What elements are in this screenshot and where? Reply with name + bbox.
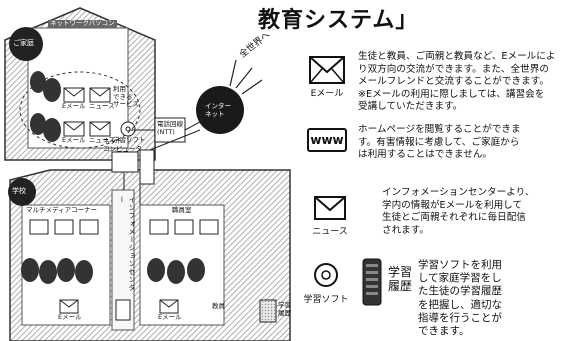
network-pc-label: ネットワークパソコン bbox=[48, 19, 117, 28]
envelope-icon bbox=[309, 56, 345, 84]
teacher-label: 教員 bbox=[212, 302, 225, 310]
home-news-label-1: ニュース bbox=[89, 102, 115, 110]
email-description: 生徒と教員、ご両親と教員など、Eメールによ り双方向の交流ができます。また、全世… bbox=[358, 51, 556, 112]
study-history-icon bbox=[362, 258, 382, 306]
learning-software-description: 学習ソフトを利用 して家庭学習をし た生徒の学習履歴 を把握し、適切な 指導を行… bbox=[418, 259, 502, 338]
internet-globe bbox=[196, 86, 244, 134]
school-building bbox=[8, 169, 291, 341]
home-news-label-2: ニュース bbox=[89, 136, 115, 144]
info-center-label: インフォメーションセンター bbox=[118, 196, 136, 292]
www-description: ホームページを閲覧することができま す。有害情報に考慮して、ご家庭から は利用す… bbox=[358, 124, 521, 160]
home-badge: ご家庭 bbox=[13, 39, 34, 47]
school-email-label-right: Eメール bbox=[158, 313, 182, 321]
phone-line-label: 電話回線 (NTT) bbox=[157, 120, 183, 136]
home-characters bbox=[30, 71, 61, 142]
learning-software-label: 学習ソフト bbox=[303, 295, 349, 305]
services-label: 利用 できる サービス bbox=[113, 85, 139, 108]
disc-icon bbox=[313, 262, 339, 288]
page-title: 教育システム」 bbox=[258, 8, 419, 33]
multimedia-corner-label: マルチメディアコーナー bbox=[26, 206, 98, 214]
home-email-label-2: Eメール bbox=[62, 136, 86, 144]
email-label: Eメール bbox=[310, 89, 344, 99]
news-description: インフォメーションセンターより、 学内の情報がEメールを利用して 生徒とご両親そ… bbox=[382, 187, 535, 236]
home-email-label-1: Eメール bbox=[62, 102, 86, 110]
study-history-small-label: 学習 履歴 bbox=[278, 301, 291, 317]
internet-label: インター ネット bbox=[205, 102, 231, 118]
net-computer-label: ネット コンピュータ bbox=[103, 137, 142, 153]
school-badge: 学校 bbox=[12, 187, 26, 195]
home-badge-circle bbox=[9, 27, 43, 61]
school-email-label-left: Eメール bbox=[58, 313, 82, 321]
www-icon: www bbox=[307, 128, 347, 152]
news-envelope-icon bbox=[314, 196, 346, 220]
system-illustration bbox=[4, 7, 291, 341]
study-history-label: 学習 履歴 bbox=[388, 265, 413, 293]
news-label: ニュース bbox=[312, 227, 348, 237]
home-software-label: 学習ソフト bbox=[113, 136, 146, 144]
staff-room-label: 職員室 bbox=[172, 206, 192, 214]
